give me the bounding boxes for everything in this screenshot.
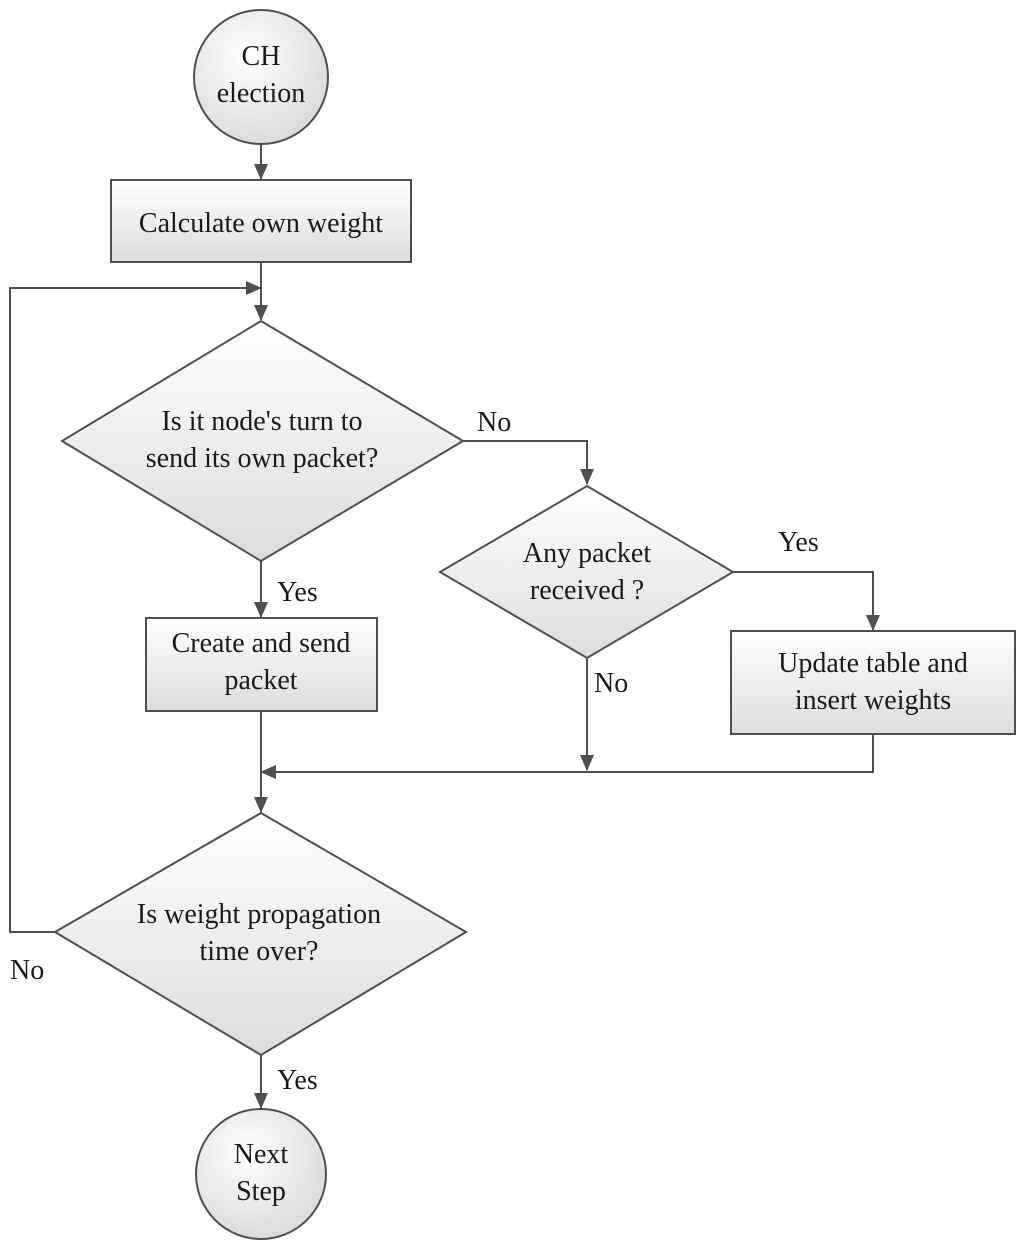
start-label-line1: CH <box>242 41 281 72</box>
turn-no-label: No <box>477 407 511 438</box>
next-step-line2: Step <box>236 1176 286 1207</box>
turn-decision-line1: Is it node's turn to <box>161 406 362 437</box>
turn-yes-label: Yes <box>277 577 318 608</box>
calculate-weight-label: Calculate own weight <box>139 208 383 239</box>
packet-received-diamond <box>438 484 735 660</box>
start-circle <box>193 9 329 145</box>
create-packet-line2: packet <box>224 665 297 696</box>
edge-update-to-merge <box>260 734 874 779</box>
create-packet-node: Create and send packet <box>145 617 378 712</box>
time-over-decision-node: Is weight propagation time over? <box>53 811 468 1057</box>
time-over-diamond <box>53 811 468 1057</box>
turn-decision-node: Is it node's turn to send its own packet… <box>60 319 465 563</box>
next-step-node: Next Step <box>195 1108 327 1240</box>
connectors <box>9 144 880 1109</box>
next-step-line1: Next <box>234 1139 289 1170</box>
time-over-line1: Is weight propagation <box>137 899 381 930</box>
start-node: CH election <box>193 9 329 145</box>
calculate-weight-node: Calculate own weight <box>110 179 412 263</box>
edge-turn-no-to-any <box>463 440 594 485</box>
turn-decision-diamond <box>60 319 465 563</box>
any-no-label: No <box>594 668 628 699</box>
start-label-line2: election <box>217 78 306 109</box>
turn-decision-line2: send its own packet? <box>146 443 379 474</box>
packet-received-line1: Any packet <box>523 538 652 569</box>
calculate-weight-box <box>110 179 412 263</box>
packet-received-decision-node: Any packet received ? <box>438 484 735 660</box>
update-table-line2: insert weights <box>795 685 951 716</box>
edge-any-yes-to-update <box>733 571 880 631</box>
create-packet-line1: Create and send <box>172 628 351 659</box>
time-over-line2: time over? <box>200 936 319 967</box>
update-table-line1: Update table and <box>778 648 968 679</box>
over-no-label: No <box>10 955 44 986</box>
over-yes-label: Yes <box>277 1065 318 1096</box>
next-step-circle <box>195 1108 327 1240</box>
update-table-node: Update table and insert weights <box>730 630 1016 735</box>
branch-labels: No Yes Yes No No Yes <box>10 407 819 1096</box>
edge-over-no-loop <box>9 281 262 933</box>
update-table-box <box>730 630 1016 735</box>
create-packet-box <box>145 617 378 712</box>
any-yes-label: Yes <box>778 527 819 558</box>
packet-received-line2: received ? <box>530 575 644 606</box>
